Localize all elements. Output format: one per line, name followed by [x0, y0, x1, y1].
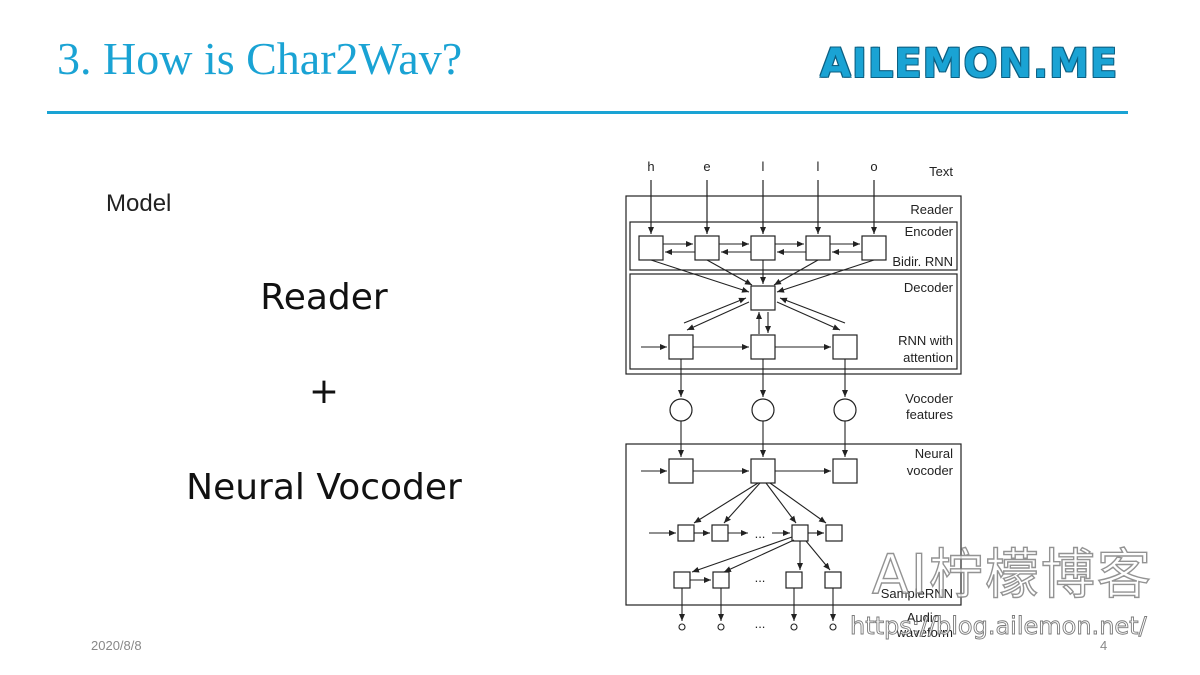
- ellipsis-tier3: ...: [755, 570, 766, 585]
- features-label: features: [906, 407, 953, 422]
- char2wav-diagram: h e l l o Text Reader Encoder Bidir. RNN…: [625, 159, 962, 640]
- decoder-node-2: [750, 334, 776, 360]
- audio-sample-2: [717, 623, 725, 631]
- reader-label: Reader: [910, 202, 953, 217]
- vocoder-sub-label: vocoder: [907, 463, 954, 478]
- reader-text: Reader: [260, 277, 388, 318]
- input-char-l2: l: [817, 159, 820, 174]
- slide-title: 3. How is Char2Wav?: [57, 33, 463, 84]
- audio-label: Audio: [907, 610, 940, 625]
- rnn-with-label: RNN with: [898, 333, 953, 348]
- vocoder-tier3-node-1: [673, 571, 691, 589]
- title-underline: [47, 111, 1128, 114]
- decoder-label: Decoder: [904, 280, 954, 295]
- decoder-node-1: [668, 334, 694, 360]
- vocoder-label: Vocoder: [905, 391, 953, 406]
- neural-vocoder-text: Neural Vocoder: [186, 467, 462, 508]
- vocoder-feature-3: [833, 398, 857, 422]
- encoder-node-1: [638, 235, 664, 261]
- audio-sample-1: [678, 623, 686, 631]
- audio-sample-4: [829, 623, 837, 631]
- vocoder-tier3-node-4: [824, 571, 842, 589]
- vocoder-tier2-node-3: [791, 524, 809, 542]
- plus-text: +: [308, 371, 340, 412]
- input-char-e: e: [703, 159, 710, 174]
- audio-sample-3: [790, 623, 798, 631]
- decoder-node-3: [832, 334, 858, 360]
- encoder-label: Encoder: [905, 224, 954, 239]
- reader-box: [625, 195, 962, 375]
- vocoder-tier2-node-4: [825, 524, 843, 542]
- vocoder-tier1-node-2: [750, 458, 776, 484]
- vocoder-tier1-node-3: [832, 458, 858, 484]
- attention-label: attention: [903, 350, 953, 365]
- model-label: Model: [106, 190, 172, 217]
- input-char-o: o: [870, 159, 877, 174]
- vocoder-feature-2: [751, 398, 775, 422]
- vocoder-tier3-node-2: [712, 571, 730, 589]
- encoder-node-4: [805, 235, 831, 261]
- vocoder-tier3-node-3: [785, 571, 803, 589]
- input-char-h: h: [647, 159, 654, 174]
- vocoder-tier1-node-1: [668, 458, 694, 484]
- ellipsis-output: ...: [755, 616, 766, 631]
- neural-label: Neural: [915, 446, 953, 461]
- footer-date: 2020/8/8: [91, 638, 142, 653]
- text-label: Text: [929, 164, 953, 179]
- waveform-label: waveform: [896, 625, 953, 640]
- encoder-node-2: [694, 235, 720, 261]
- vocoder-feature-1: [669, 398, 693, 422]
- encoder-node-5: [861, 235, 887, 261]
- vocoder-tier2-node-2: [711, 524, 729, 542]
- watermark-text: AI柠檬博客: [871, 543, 1153, 606]
- vocoder-tier2-node-1: [677, 524, 695, 542]
- attention-node: [750, 285, 776, 311]
- samplernn-label: SampleRNN: [881, 586, 953, 601]
- ellipsis-tier2: ...: [755, 526, 766, 541]
- bidir-rnn-label: Bidir. RNN: [892, 254, 953, 269]
- encoder-box: [629, 221, 958, 271]
- brand-logo: AILEMON.ME: [820, 41, 1119, 87]
- encoder-node-3: [750, 235, 776, 261]
- page-number: 4: [1100, 638, 1108, 653]
- watermark-url: https://blog.ailemon.net/: [850, 612, 1148, 640]
- input-char-l1: l: [762, 159, 765, 174]
